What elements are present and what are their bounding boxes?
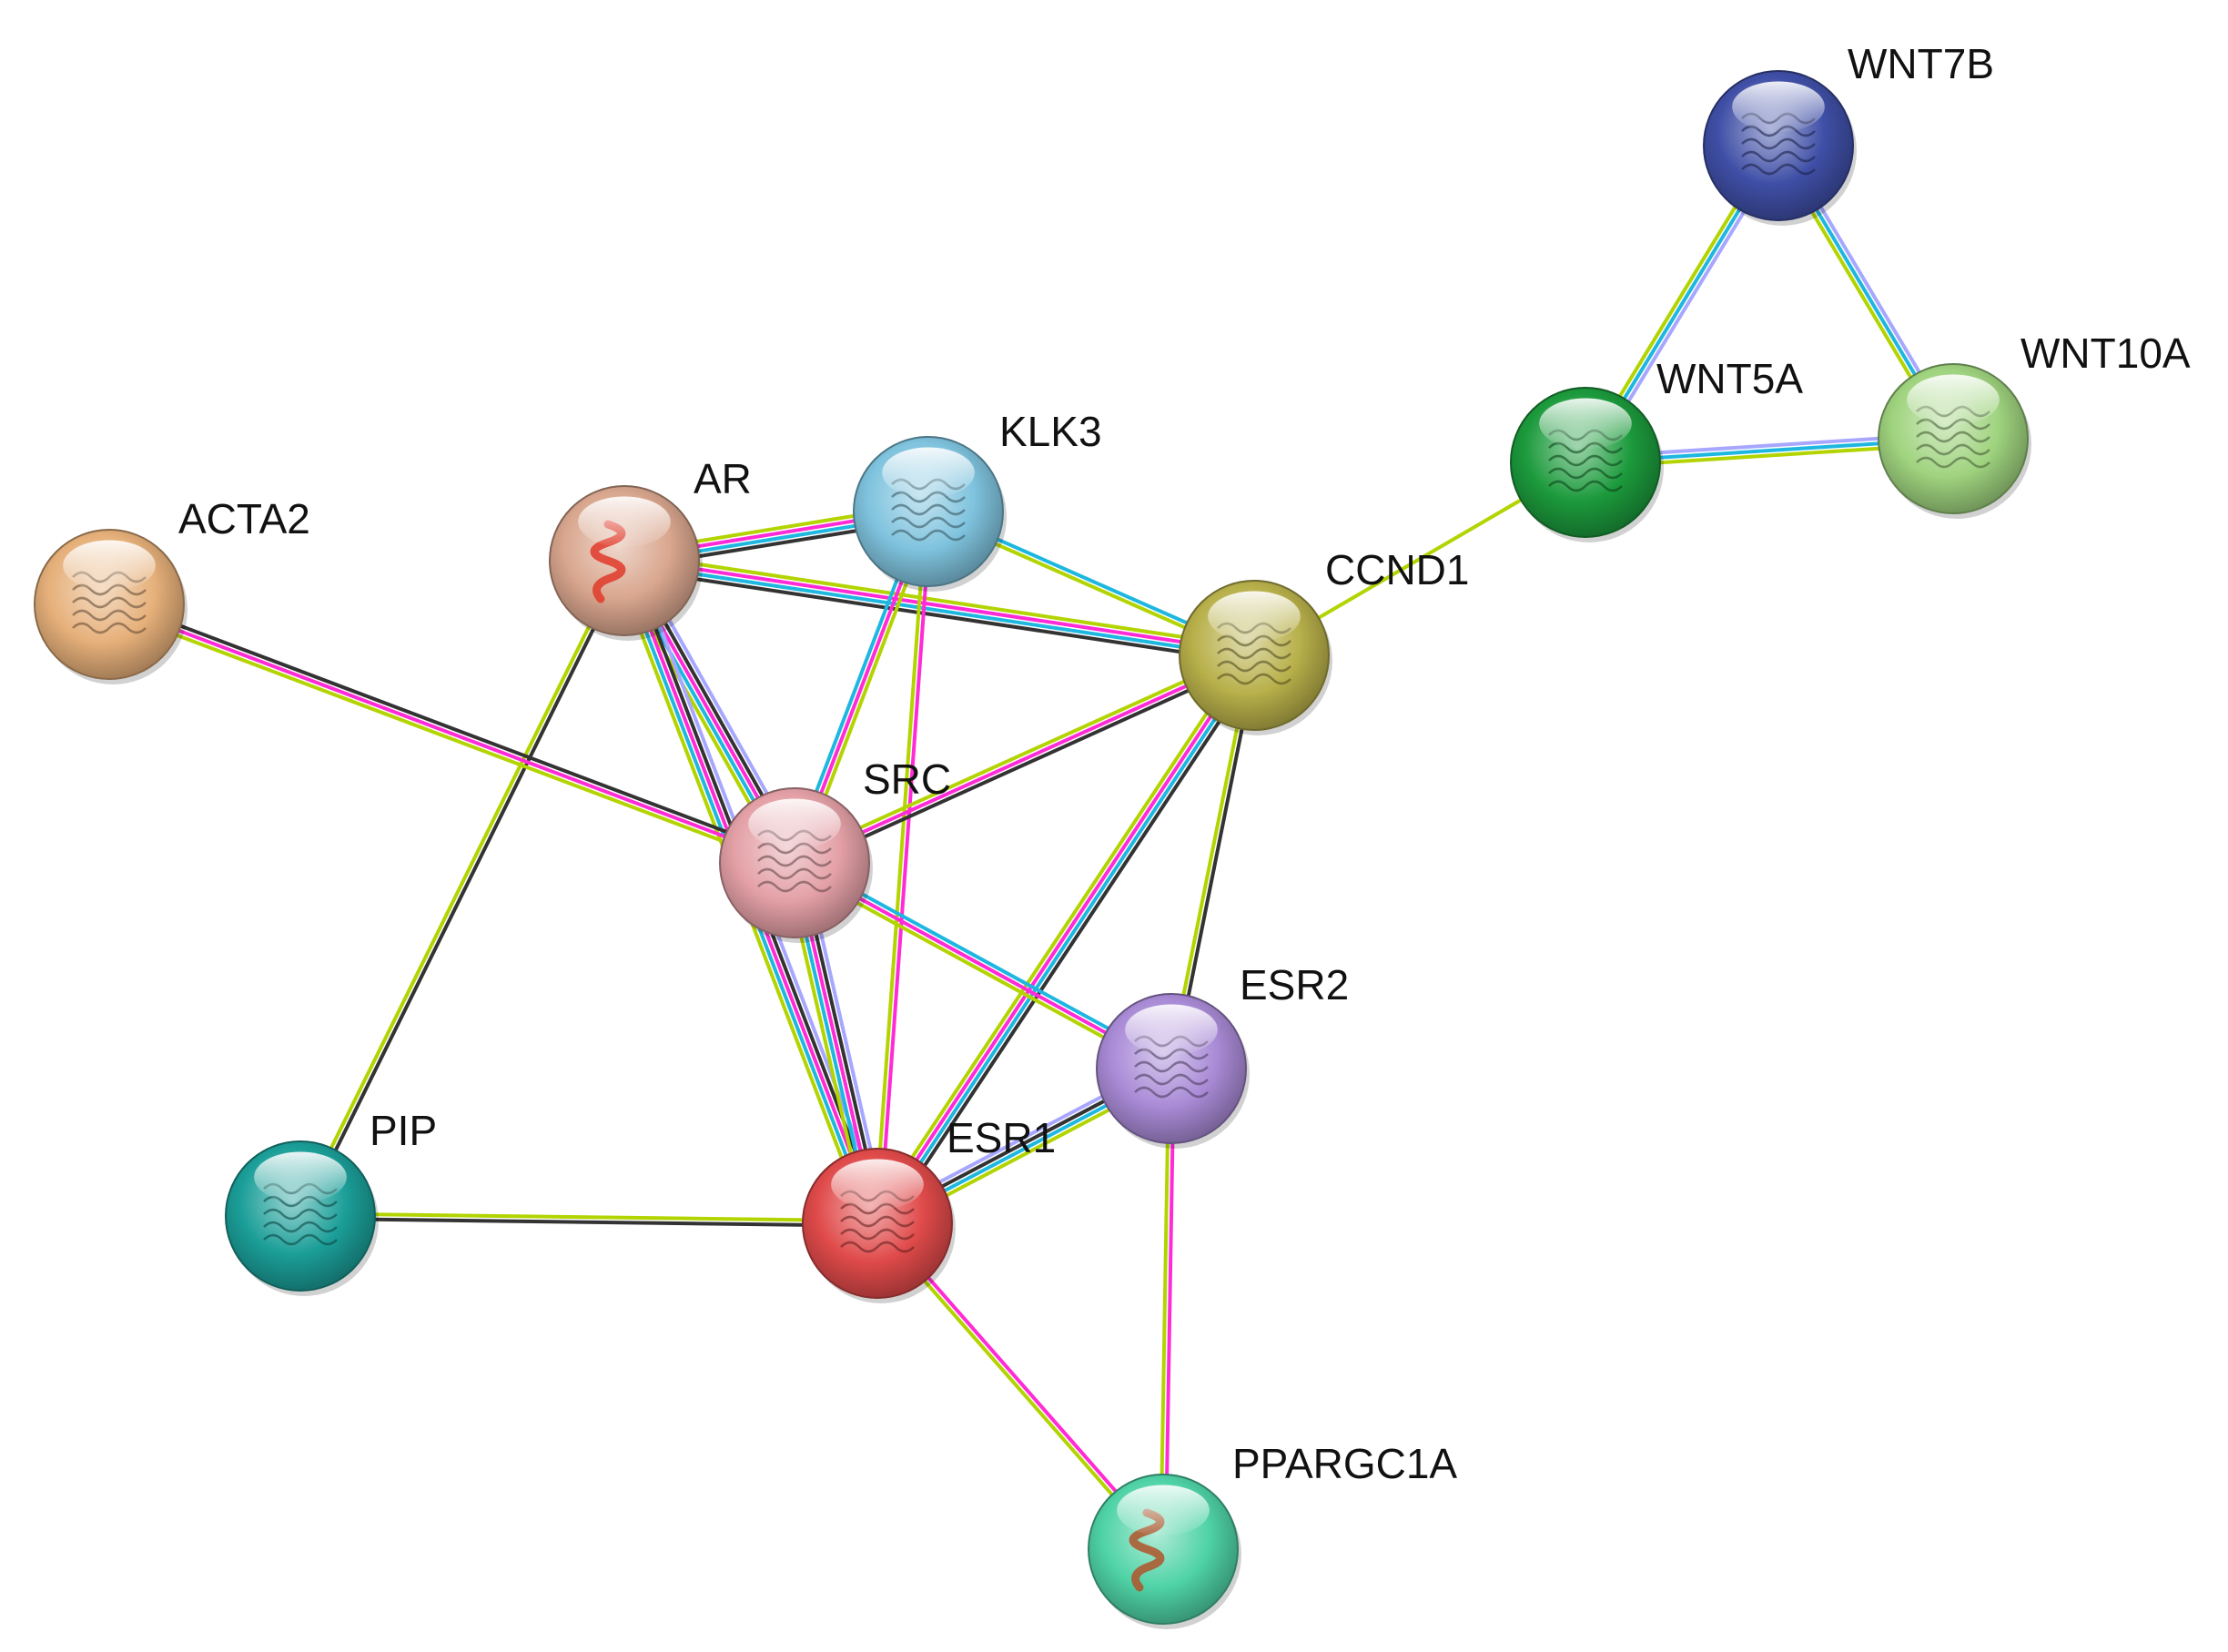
edge-esr1-pip — [298, 1211, 880, 1228]
node-ar[interactable] — [549, 485, 703, 641]
edge-strand-curated_db — [622, 561, 1256, 660]
node-gloss — [63, 540, 156, 592]
edge-strand-experimental — [623, 556, 1257, 655]
edge-strand-textmining — [299, 1211, 880, 1223]
node-esr2[interactable] — [1096, 993, 1250, 1149]
node-gloss — [1117, 1485, 1210, 1536]
node-gloss — [748, 798, 841, 850]
edge-strand-coexpression — [108, 597, 798, 860]
node-label-esr1: ESR1 — [947, 1114, 1056, 1161]
edge-strand-experimental — [793, 654, 1256, 865]
edge-strand-coexpression — [795, 658, 1259, 870]
edge-ar-pip — [296, 557, 629, 1220]
node-ccnd1[interactable] — [1179, 580, 1332, 735]
node-label-ar: AR — [694, 455, 752, 502]
edge-klk3-esr1 — [873, 509, 933, 1226]
node-label-ccnd1: CCND1 — [1325, 546, 1469, 593]
node-label-esr2: ESR2 — [1240, 961, 1349, 1008]
edge-strand-textmining — [296, 557, 624, 1217]
edge-strand-textmining — [106, 607, 795, 870]
edge-strand-coexpression — [300, 560, 629, 1220]
edge-strand-coexpression — [881, 657, 1262, 1230]
node-pip[interactable] — [225, 1140, 379, 1296]
edge-strand-textmining — [873, 509, 928, 1225]
edge-strand-experimental — [1163, 1067, 1176, 1552]
node-ppargc1a[interactable] — [1088, 1474, 1241, 1629]
edge-ar-ccnd1 — [621, 551, 1258, 665]
node-acta2[interactable] — [34, 529, 187, 684]
node-label-wnt5a: WNT5A — [1656, 355, 1803, 402]
edge-strand-textmining — [790, 648, 1254, 860]
node-gloss — [1125, 1004, 1218, 1056]
node-label-src: SRC — [863, 755, 951, 803]
node-gloss — [1732, 81, 1825, 133]
edge-ccnd1-esr1 — [869, 649, 1262, 1230]
edge-strand-textmining — [869, 649, 1251, 1221]
edge-strand-coexpression — [298, 1216, 879, 1228]
node-label-acta2: ACTA2 — [178, 495, 310, 542]
node-klk3[interactable] — [853, 436, 1007, 592]
edge-ccnd1-src — [790, 648, 1259, 870]
edge-strand-curated_db — [877, 654, 1259, 1227]
node-wnt10a[interactable] — [1878, 363, 2031, 519]
edge-esr2-ppargc1a — [1159, 1066, 1176, 1552]
node-label-ppargc1a: PPARGC1A — [1232, 1440, 1457, 1487]
node-gloss — [882, 447, 975, 499]
node-label-klk3: KLK3 — [999, 408, 1102, 455]
node-gloss — [1208, 591, 1301, 643]
edge-acta2-src — [106, 597, 798, 870]
node-gloss — [1907, 374, 2000, 426]
edge-strand-experimental — [107, 603, 796, 865]
edge-strand-experimental — [877, 510, 933, 1226]
edge-strand-experimental — [873, 652, 1254, 1224]
edge-strand-coexpression — [621, 566, 1255, 665]
node-gloss — [1539, 398, 1632, 450]
node-label-pip: PIP — [370, 1107, 437, 1154]
node-label-wnt7b: WNT7B — [1848, 40, 1994, 87]
edge-strand-textmining — [1159, 1066, 1171, 1551]
node-gloss — [578, 496, 671, 548]
node-esr1[interactable] — [802, 1148, 956, 1303]
node-wnt7b[interactable] — [1703, 70, 1857, 226]
node-src[interactable] — [719, 787, 873, 943]
node-wnt5a[interactable] — [1510, 387, 1664, 542]
edge-strand-textmining — [623, 551, 1258, 650]
node-gloss — [831, 1159, 924, 1211]
node-label-wnt10a: WNT10A — [2020, 329, 2191, 377]
node-gloss — [254, 1151, 347, 1203]
nodes-layer — [34, 70, 2031, 1629]
